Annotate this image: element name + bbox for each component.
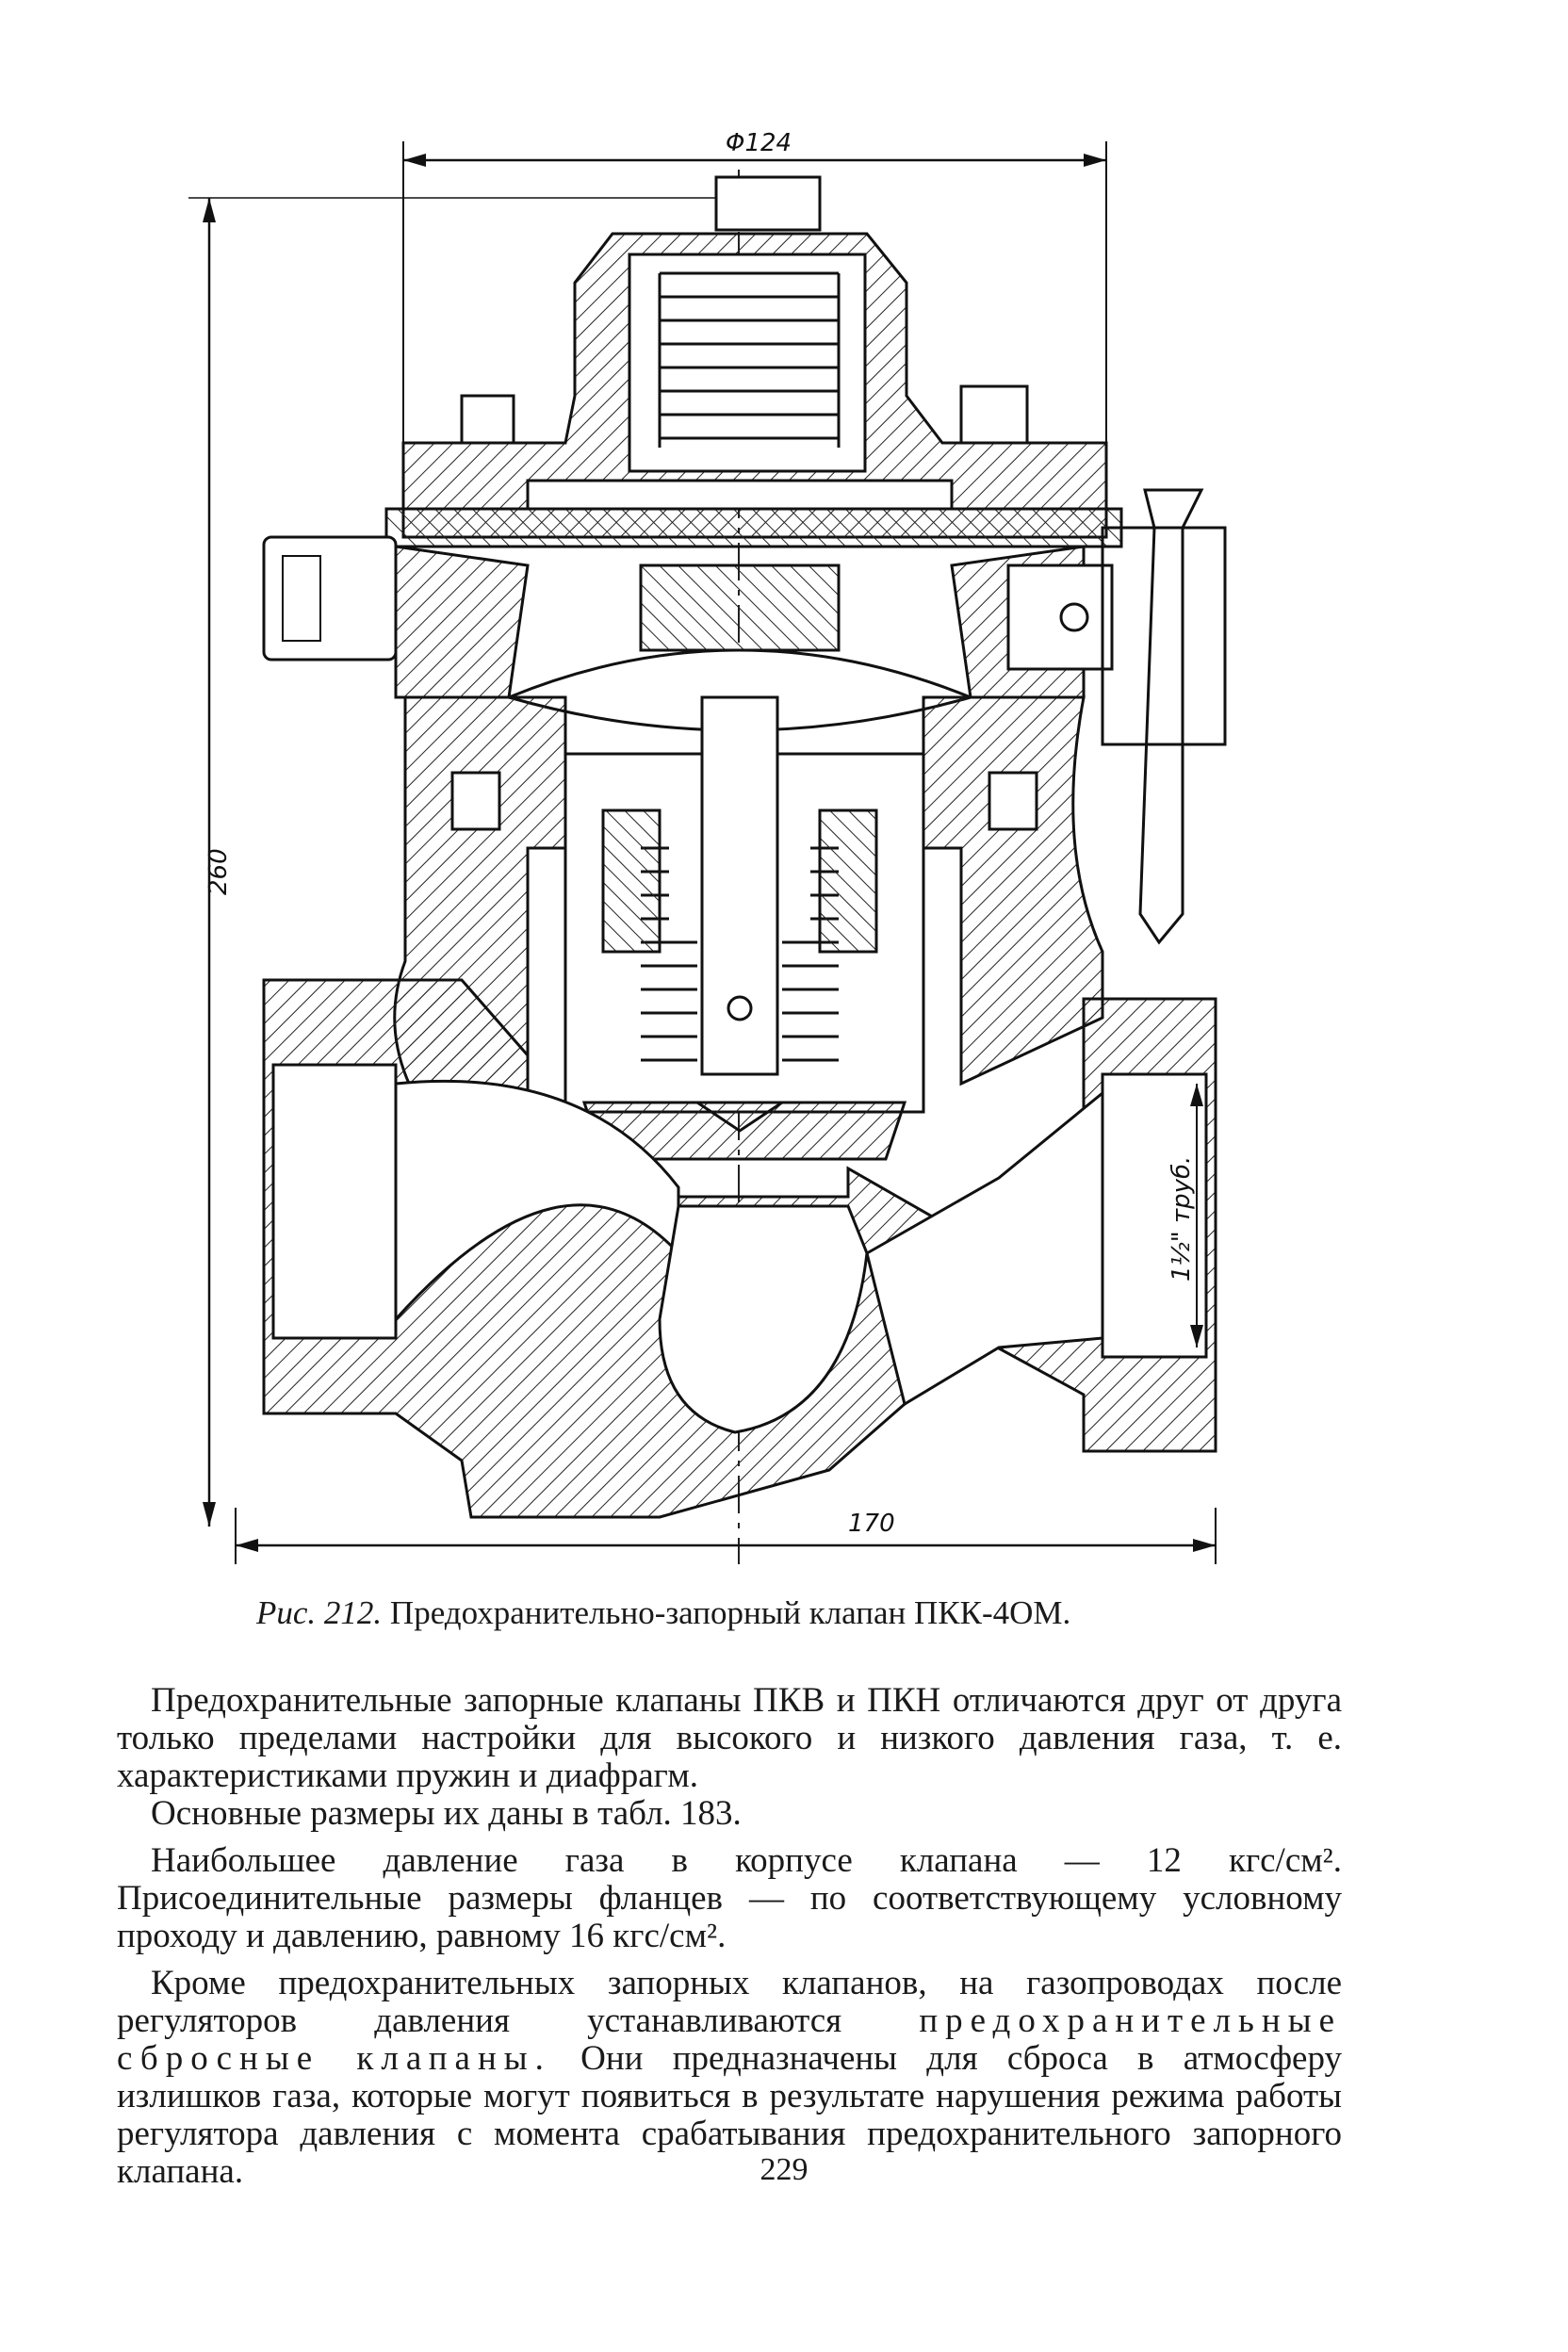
dimension-top: Φ124: [402, 129, 1107, 443]
paragraph-4-end: Они предназначены для сброса в атмосферу…: [117, 2039, 1342, 2191]
dimension-bottom: 170: [235, 1508, 1217, 1564]
paragraph-1: Предохранительные запорные клапаны ПКВ и…: [117, 1681, 1342, 1795]
paragraph-4: Кроме предохранительных запорных клапано…: [117, 1965, 1342, 2191]
dim-bottom-label: 170: [848, 1510, 895, 1538]
dim-right-label: 1½" труб.: [1168, 1156, 1196, 1282]
page-number: 229: [760, 2152, 808, 2187]
valve-drawing: Φ124 260 170: [188, 129, 1227, 1564]
caption-number: Рис. 212.: [256, 1594, 383, 1631]
dim-left-label: 260: [204, 848, 233, 895]
paragraph-2: Основные размеры их даны в табл. 183.: [151, 1794, 742, 1833]
caption-text: Предохранительно-запорный клапан ПКК-4ОМ…: [389, 1594, 1071, 1631]
figure-caption: Рис. 212. Предохранительно-запорный клап…: [256, 1592, 1387, 1634]
paragraph-4-start: Кроме предохранительных запорных клапано…: [117, 1964, 1342, 2040]
dim-top-label: Φ124: [726, 129, 792, 157]
paragraph-4-spaced: предохранительные сбросные клапаны.: [117, 2001, 1342, 2078]
dimension-left: 260: [188, 197, 754, 1527]
body-text: Предохранительные запорные клапаны ПКВ и…: [117, 1682, 1342, 2191]
dimension-right: 1½" труб.: [1168, 1084, 1203, 1348]
paragraph-3: Наибольшее давление газа в корпусе клапа…: [117, 1841, 1342, 1955]
